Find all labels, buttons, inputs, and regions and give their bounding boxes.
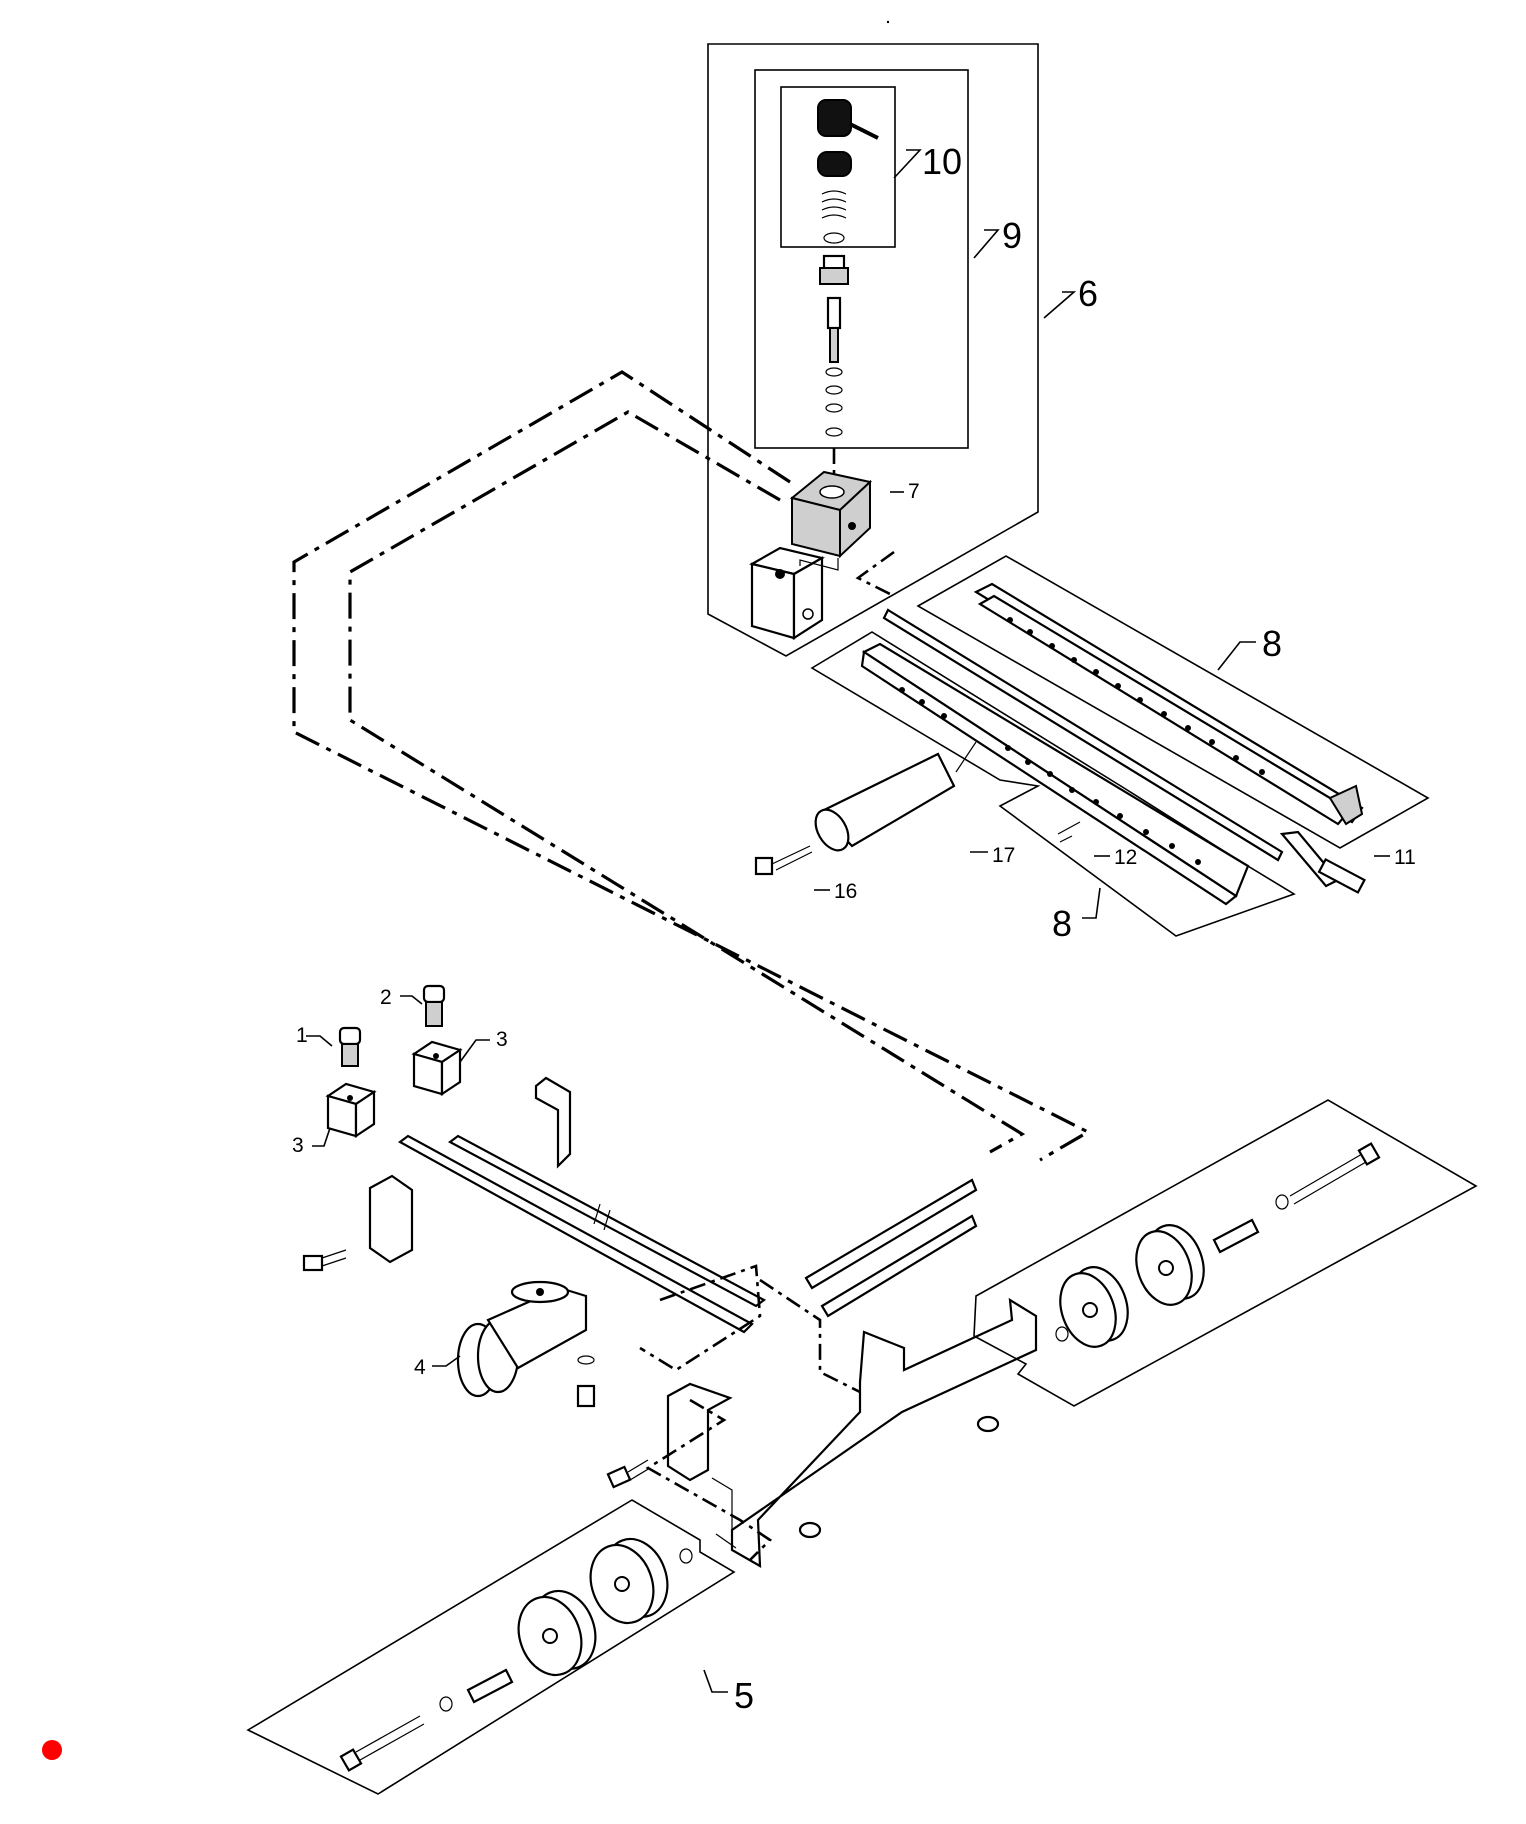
group-6-frame bbox=[707, 43, 1039, 657]
axle-bolt-upper bbox=[1289, 1142, 1381, 1205]
washer-lower bbox=[679, 1548, 693, 1564]
callout-16: 16 bbox=[834, 880, 857, 903]
callout-5: 5 bbox=[734, 1675, 754, 1716]
spacer-lower bbox=[466, 1668, 514, 1704]
callout-10: 10 bbox=[922, 141, 962, 182]
caster-4 bbox=[456, 1280, 588, 1398]
callout-3-right: 3 bbox=[496, 1028, 508, 1051]
knob-assembly-10 bbox=[817, 99, 879, 244]
callout-17: 17 bbox=[992, 844, 1015, 867]
bracket-upper bbox=[534, 1076, 572, 1169]
block-3-left bbox=[325, 1082, 377, 1139]
screw-12 bbox=[1057, 821, 1081, 843]
callout-9: 9 bbox=[1002, 215, 1022, 256]
callout-1: 1 bbox=[296, 1024, 308, 1047]
handle-17 bbox=[814, 741, 977, 852]
hose-inner bbox=[348, 410, 1026, 1154]
wheel-lower-2 bbox=[517, 1589, 597, 1677]
wheel-upper-1 bbox=[1059, 1266, 1129, 1348]
washer-lower-2 bbox=[439, 1696, 453, 1712]
fitting-1 bbox=[338, 1026, 362, 1067]
group-5-upper-frame bbox=[973, 1099, 1478, 1407]
nut-right bbox=[976, 1415, 1000, 1433]
cap-screw-center bbox=[606, 1459, 651, 1489]
callout-4: 4 bbox=[414, 1356, 426, 1379]
valve-block-7 bbox=[789, 470, 873, 559]
washer-upper bbox=[1055, 1326, 1069, 1342]
wheel-lower-1 bbox=[589, 1537, 669, 1625]
break-mark bbox=[593, 1203, 611, 1231]
red-marker-dot bbox=[42, 1740, 62, 1760]
valve-stem bbox=[819, 254, 849, 478]
washer-upper-2 bbox=[1275, 1194, 1289, 1210]
group-8-lower-frame bbox=[810, 631, 1296, 937]
callout-8-upper: 8 bbox=[1262, 623, 1282, 664]
manifold-block bbox=[749, 546, 825, 641]
axle-bolt-lower bbox=[339, 1715, 425, 1772]
group-8-upper-frame bbox=[916, 555, 1430, 849]
bolt-caster bbox=[576, 1355, 596, 1408]
group-10-frame bbox=[780, 86, 896, 248]
group-5-lower-frame bbox=[246, 1499, 736, 1795]
callout-12: 12 bbox=[1114, 846, 1137, 869]
spacer-upper bbox=[1212, 1218, 1260, 1254]
callout-8-lower: 8 bbox=[1052, 903, 1072, 944]
lower-rail bbox=[860, 642, 1250, 906]
tube-1 bbox=[397, 1134, 754, 1334]
hose-outer bbox=[292, 370, 1092, 1162]
rod-11 bbox=[882, 608, 1366, 894]
callout-11: 11 bbox=[1394, 846, 1416, 869]
tube-4 bbox=[820, 1214, 978, 1318]
callout-7: 7 bbox=[908, 480, 920, 503]
bracket-left bbox=[368, 1174, 414, 1264]
wheel-upper-2 bbox=[1135, 1224, 1205, 1306]
fitting-2 bbox=[422, 984, 446, 1027]
callout-2: 2 bbox=[380, 986, 392, 1009]
top-speck bbox=[886, 20, 890, 24]
nut-center bbox=[798, 1521, 822, 1539]
cap-screw-left bbox=[302, 1249, 347, 1272]
bolt-16 bbox=[754, 845, 813, 876]
leader-lines bbox=[306, 149, 1390, 1693]
bracket-center bbox=[666, 1382, 733, 1482]
upper-rail bbox=[973, 582, 1364, 826]
group-9-frame bbox=[754, 69, 969, 449]
callout-6: 6 bbox=[1078, 273, 1098, 314]
tube-3 bbox=[804, 1178, 978, 1290]
main-frame bbox=[730, 1297, 1038, 1568]
callout-3-left: 3 bbox=[292, 1134, 304, 1157]
block-3-right bbox=[411, 1040, 463, 1097]
